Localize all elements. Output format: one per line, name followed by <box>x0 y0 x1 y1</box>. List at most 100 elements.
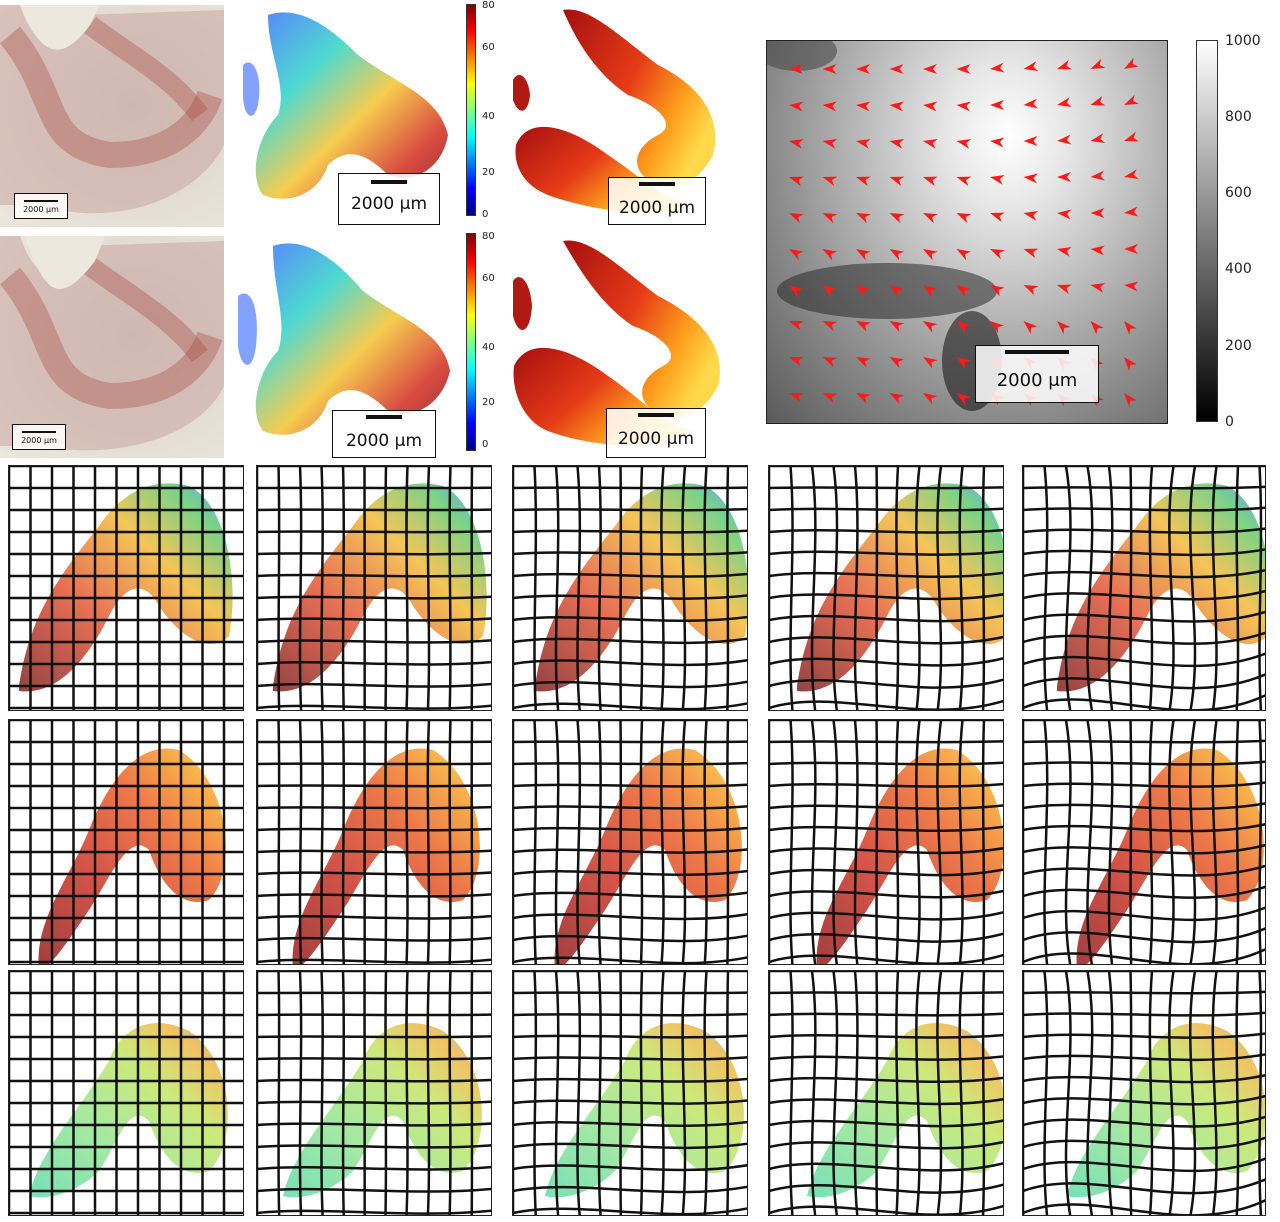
scale-bar <box>366 415 402 419</box>
colorbar-tick: 40 <box>482 111 495 122</box>
grid-line-horizontal <box>1023 1198 1265 1215</box>
grid-line-horizontal <box>257 762 491 766</box>
grid-line-horizontal <box>513 891 747 899</box>
grid-line-horizontal <box>1023 1136 1265 1150</box>
vector-arrow <box>1023 211 1039 221</box>
scale-bar-box: 2000 μm <box>338 173 440 225</box>
colorbar-tick: 0 <box>1225 414 1234 430</box>
grid-line-horizontal <box>257 871 491 876</box>
grid-line-horizontal <box>1023 1073 1265 1084</box>
grid-line-horizontal <box>257 1122 491 1127</box>
grid-line-horizontal <box>257 784 491 788</box>
grid-line-horizontal <box>257 530 491 534</box>
grid-line-vertical <box>832 971 839 1215</box>
grid-line-horizontal <box>1023 864 1265 877</box>
grid-line-vertical <box>810 971 817 1215</box>
grid-line-horizontal <box>257 551 491 556</box>
warped-grid-panel <box>1022 719 1266 965</box>
vector-arrow <box>923 393 938 405</box>
grid-line-horizontal <box>257 660 491 666</box>
grid-line-vertical <box>832 466 839 710</box>
grid-line-vertical <box>726 971 730 1215</box>
grid-line-horizontal <box>1023 843 1265 855</box>
vector-arrow <box>923 213 938 224</box>
warped-grid-svg <box>9 720 243 964</box>
vector-arrow <box>1124 57 1139 69</box>
grid-line-horizontal <box>1023 947 1265 964</box>
grid-line-horizontal <box>1023 652 1265 668</box>
vector-arrow <box>990 175 1005 185</box>
grid-line-vertical <box>1129 720 1133 964</box>
grid-line-vertical <box>320 466 324 710</box>
grid-line-horizontal <box>513 956 747 964</box>
grid-line-vertical <box>1211 971 1218 1215</box>
grid-line-horizontal <box>257 805 491 810</box>
grid-line-vertical <box>298 466 303 710</box>
grid-line-vertical <box>1086 971 1094 1215</box>
grid-line-horizontal <box>769 782 1003 788</box>
vector-arrow <box>856 213 871 224</box>
grid-line-horizontal <box>513 529 747 534</box>
vector-arrow <box>990 212 1005 223</box>
spot-cloud <box>273 483 487 692</box>
vector-arrow <box>1057 172 1071 182</box>
vector-arrow <box>990 321 1005 334</box>
grid-line-horizontal <box>769 1183 1003 1194</box>
grid-line-vertical <box>1168 720 1175 964</box>
grid-line-horizontal <box>1023 739 1265 744</box>
grid-line-horizontal <box>769 592 1003 601</box>
grid-line-vertical <box>1235 971 1240 1215</box>
grid-line-vertical <box>789 720 794 964</box>
colorbar-tick: 1000 <box>1225 33 1261 49</box>
warped-grid-panel <box>256 719 492 965</box>
grid-line-horizontal <box>769 953 1003 964</box>
vector-arrow <box>990 285 1005 297</box>
vector-arrow <box>1124 169 1139 179</box>
grid-line-horizontal <box>257 508 491 512</box>
vector-arrow <box>990 137 1005 148</box>
scale-bar <box>24 200 58 202</box>
grid-line-vertical <box>533 720 538 964</box>
grid-line-horizontal <box>513 551 747 556</box>
colorbar-jet-top <box>466 4 476 216</box>
vector-arrow <box>956 139 972 149</box>
vector-arrow <box>889 176 905 187</box>
warped-grid-svg <box>1023 466 1265 710</box>
vector-arrow <box>1057 209 1072 220</box>
grid-line-horizontal <box>1023 506 1265 512</box>
vector-arrow <box>889 213 905 224</box>
vector-arrow <box>822 321 838 332</box>
vector-arrow <box>789 321 804 331</box>
grid-line-vertical <box>384 720 388 964</box>
grid-line-horizontal <box>257 827 491 832</box>
warped-grid-svg <box>513 720 747 964</box>
grid-line-horizontal <box>769 761 1003 766</box>
grid-line-vertical <box>875 971 879 1215</box>
warped-grid-panel <box>768 465 1004 711</box>
warped-grid-svg <box>769 720 1003 964</box>
deformation-field-panel: 2000 μm <box>766 40 1168 424</box>
grid-line-vertical <box>936 971 943 1215</box>
grid-line-horizontal <box>513 761 747 766</box>
grid-line-vertical <box>681 971 687 1215</box>
spot-cloud <box>283 1022 482 1198</box>
vector-arrow <box>956 321 971 334</box>
grid-line-horizontal <box>257 1035 491 1039</box>
grid-line-horizontal <box>769 614 1003 623</box>
grid-line-horizontal <box>513 1034 747 1039</box>
scale-bar-box: 2000 μm <box>608 177 706 225</box>
grid-line-vertical <box>703 720 708 964</box>
grid-line-horizontal <box>257 639 491 644</box>
grid-line-vertical <box>320 720 324 964</box>
grid-line-horizontal <box>769 1033 1003 1039</box>
spot-cloud <box>38 748 226 964</box>
grid-line-horizontal <box>513 1077 747 1083</box>
histology-image-top: 2000 µm <box>0 5 224 227</box>
grid-line-horizontal <box>769 571 1003 579</box>
grid-line-horizontal <box>257 1209 491 1215</box>
colorbar-tick: 0 <box>482 439 489 450</box>
vector-arrow <box>789 64 803 74</box>
grid-line-vertical <box>405 971 409 1215</box>
grid-line-horizontal <box>1023 1011 1265 1017</box>
vector-arrow <box>956 213 972 224</box>
